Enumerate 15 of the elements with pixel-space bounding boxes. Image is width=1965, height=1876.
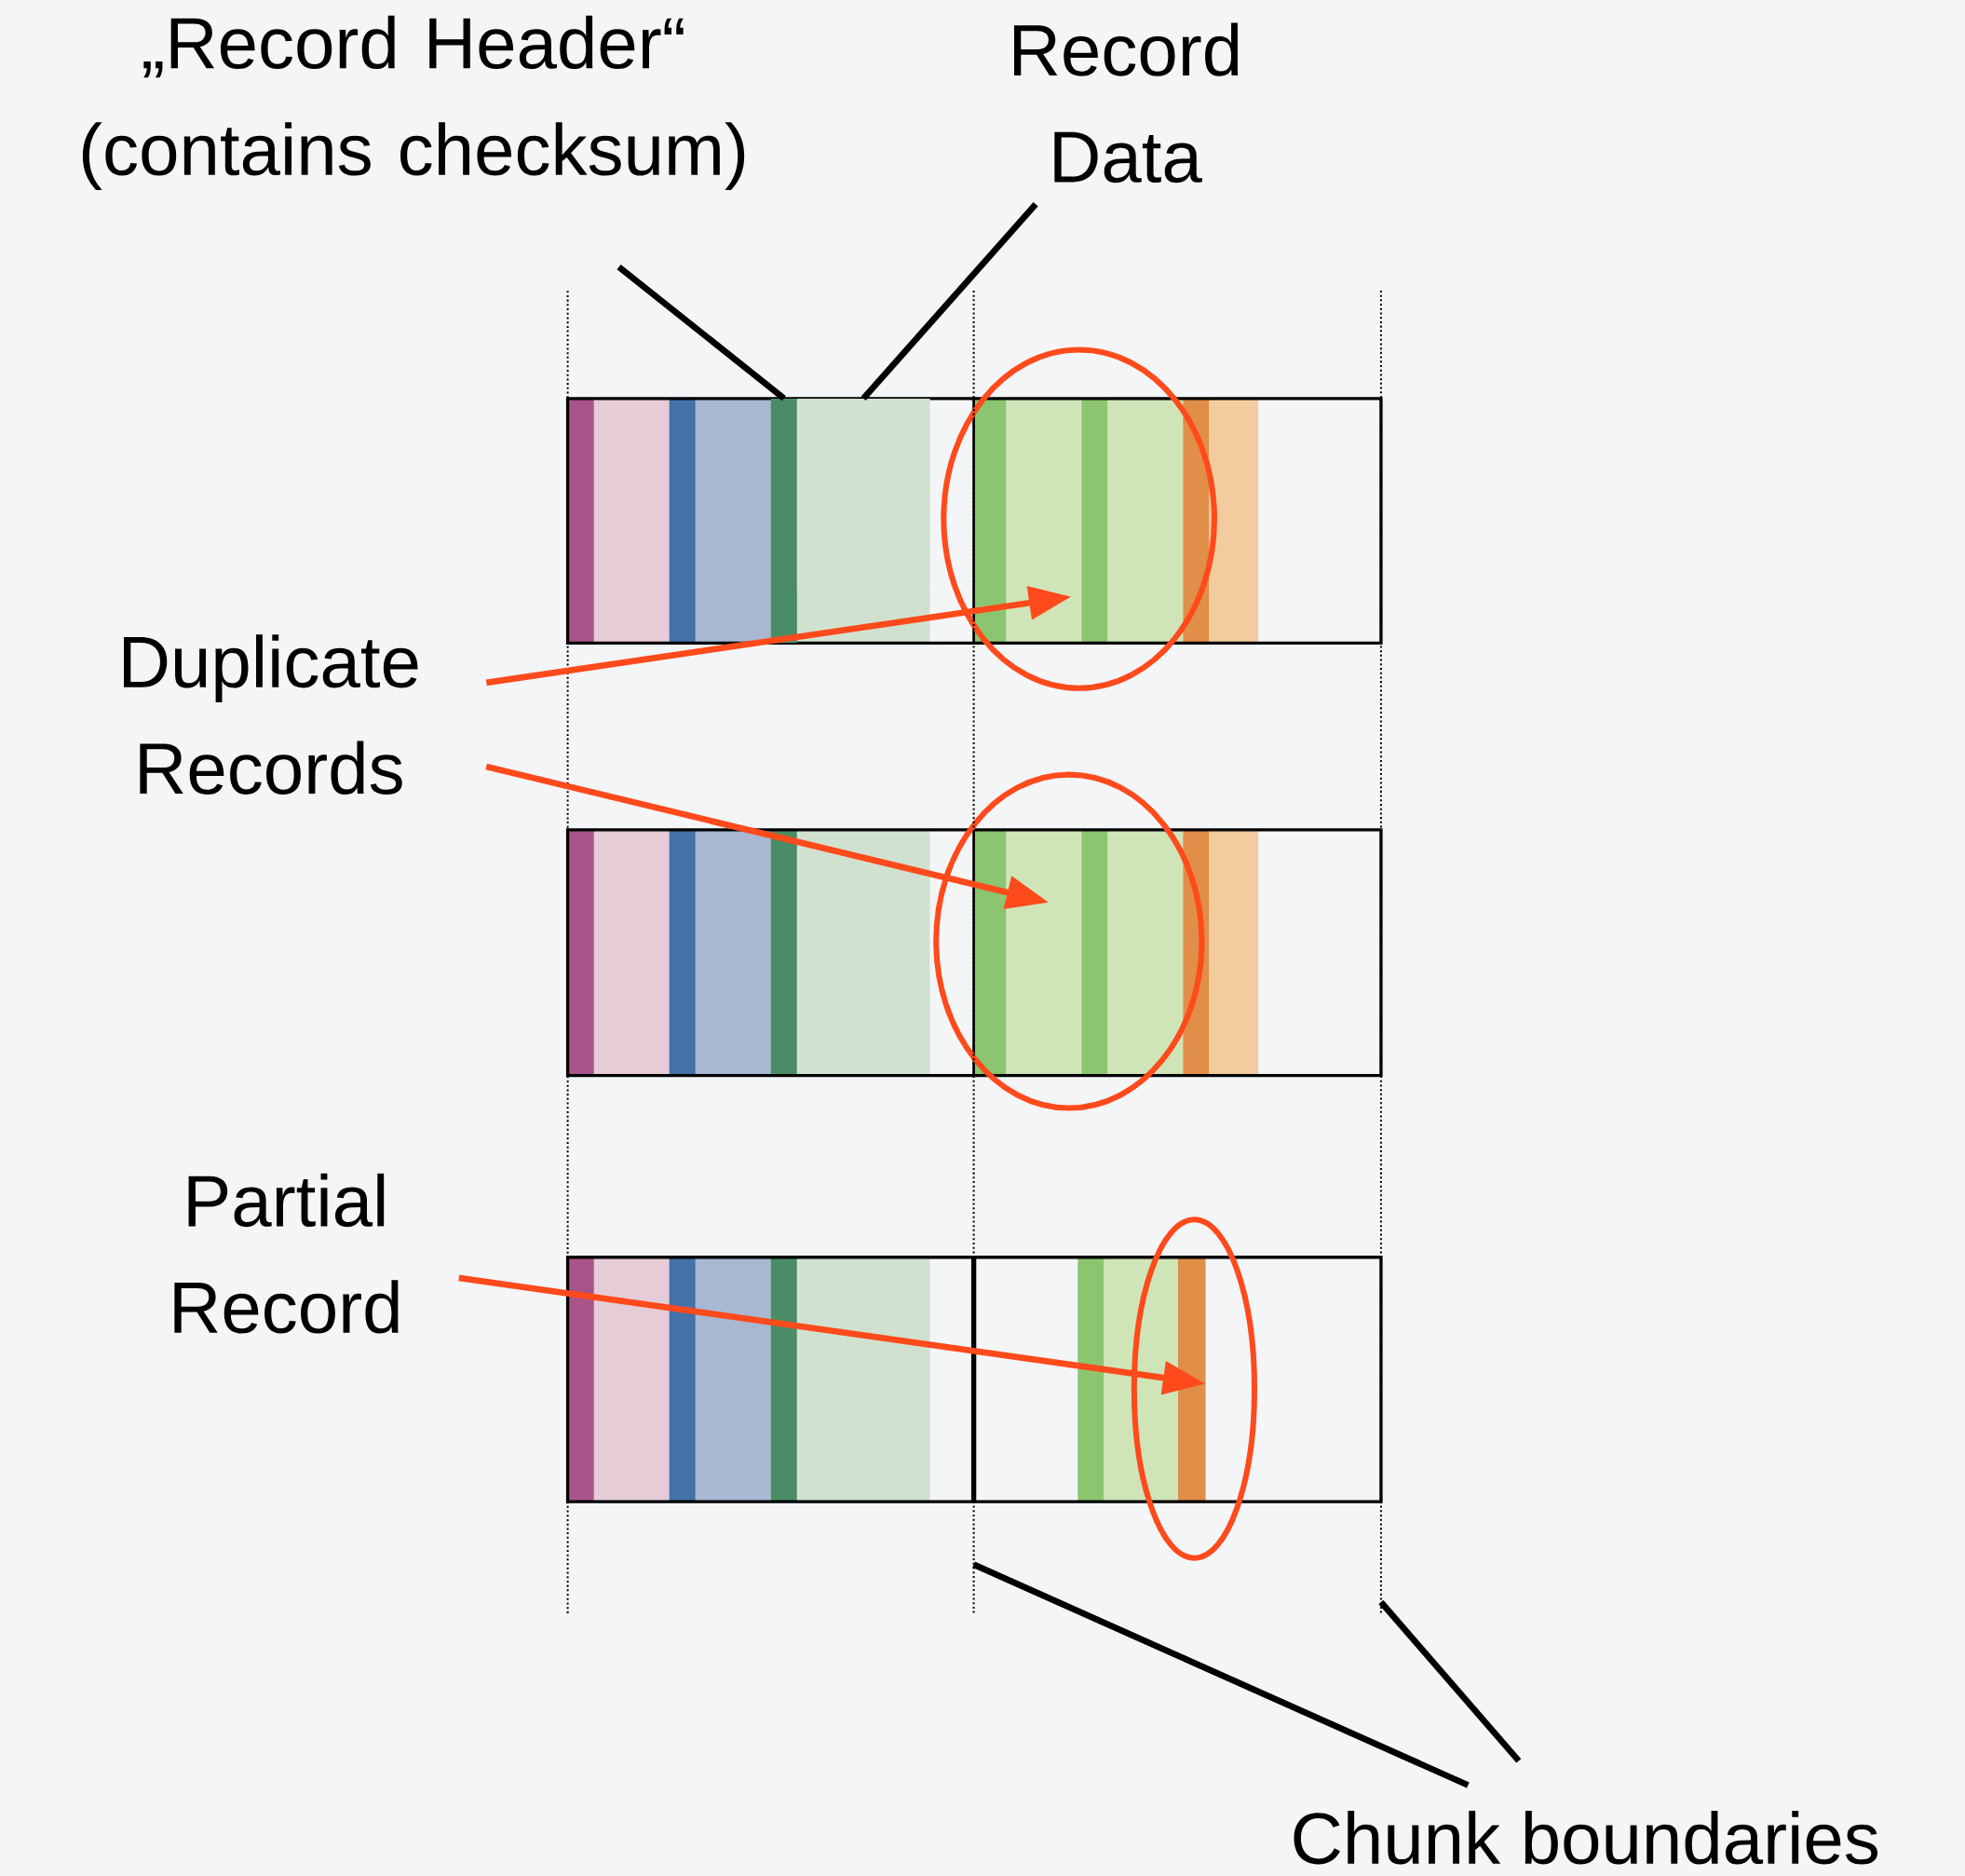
chunk-boundary-line bbox=[972, 290, 975, 1615]
leader-line bbox=[861, 201, 1038, 401]
label-text: Duplicate Records bbox=[124, 633, 418, 795]
label-text: Partial Record bbox=[174, 1173, 399, 1334]
leader-line bbox=[1378, 1599, 1522, 1763]
chunk-boundary-line bbox=[1379, 290, 1382, 1615]
highlight-oval bbox=[933, 771, 1205, 1111]
leader-line bbox=[617, 264, 786, 401]
highlight-oval bbox=[941, 347, 1217, 691]
leader-line bbox=[972, 1561, 1470, 1788]
record-stripe bbox=[770, 398, 797, 644]
label-text: Chunk boundaries bbox=[1294, 1810, 1877, 1865]
label-text: „Record Header“ (contains checksum) bbox=[82, 15, 745, 190]
label-text: Record Data bbox=[1014, 22, 1239, 183]
highlight-oval bbox=[1131, 1217, 1258, 1561]
